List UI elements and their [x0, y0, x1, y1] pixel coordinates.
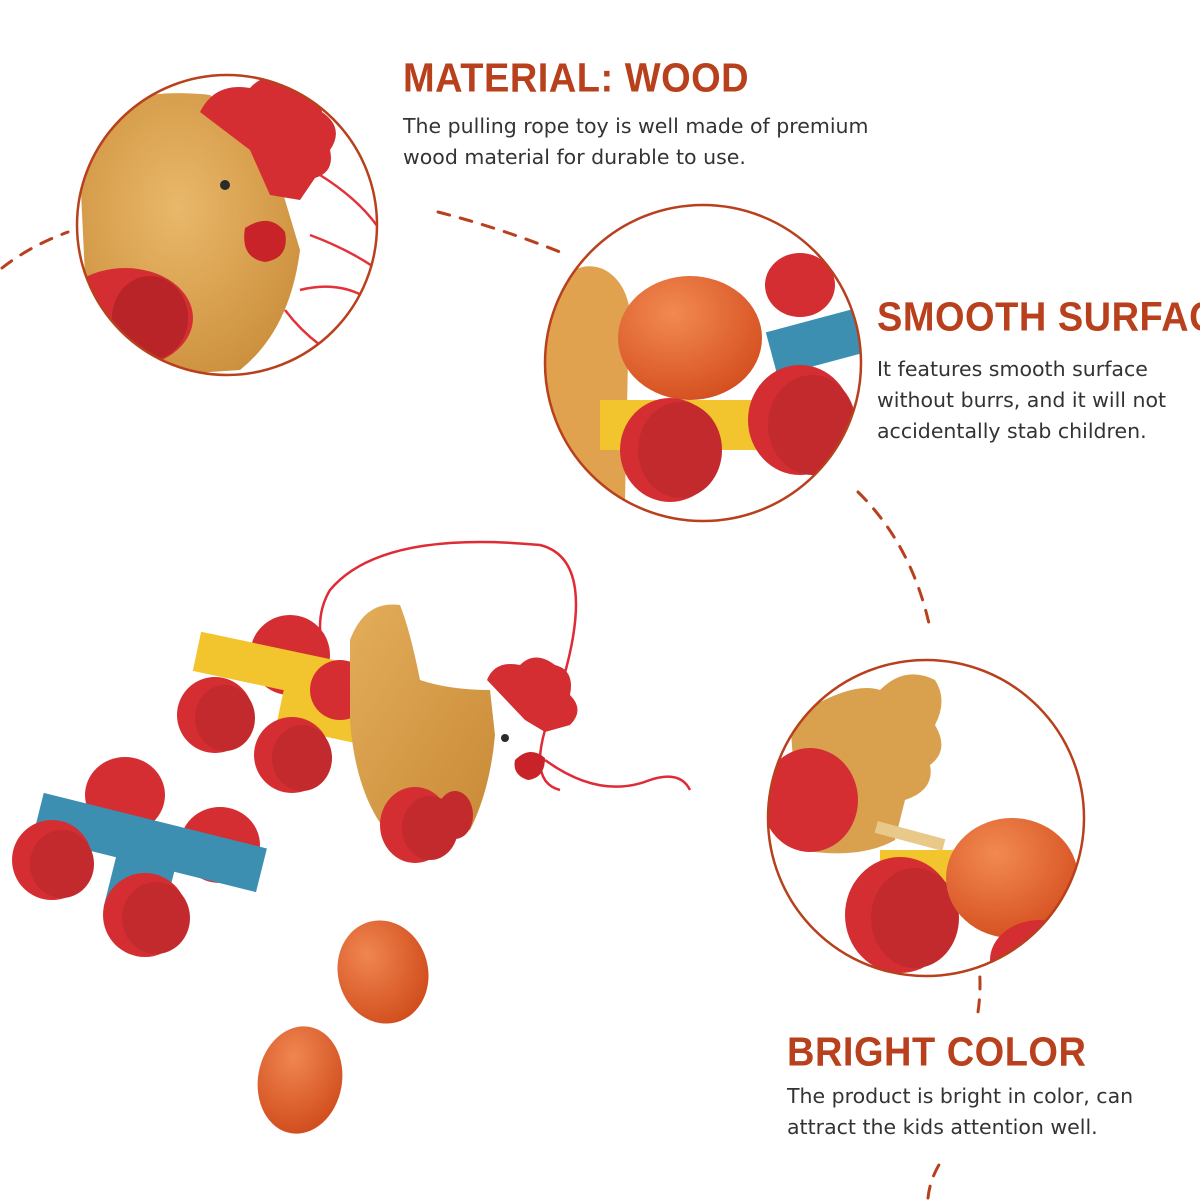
- blue-cart: [12, 757, 267, 957]
- egg-2: [257, 1026, 343, 1134]
- yellow-cart: [177, 615, 378, 793]
- feature-title-material: MATERIAL: WOOD: [403, 56, 750, 102]
- connector-line-left: [0, 230, 70, 270]
- feature-desc-material: The pulling rope toy is well made of pre…: [403, 114, 869, 169]
- egg-1: [337, 920, 429, 1024]
- feature-title-bright: BRIGHT COLOR: [787, 1030, 1087, 1076]
- connector-line-smooth: [856, 490, 932, 630]
- connector-line-wood: [436, 210, 562, 254]
- feature-desc-smooth: It features smooth surface without burrs…: [877, 357, 1167, 443]
- wooden-hen: [350, 604, 578, 863]
- feature-title-smooth: SMOOTH SURFACE: [877, 295, 1200, 341]
- connector-line-bottom: [926, 1158, 944, 1200]
- feature-desc-bright: The product is bright in color, can attr…: [787, 1084, 1134, 1139]
